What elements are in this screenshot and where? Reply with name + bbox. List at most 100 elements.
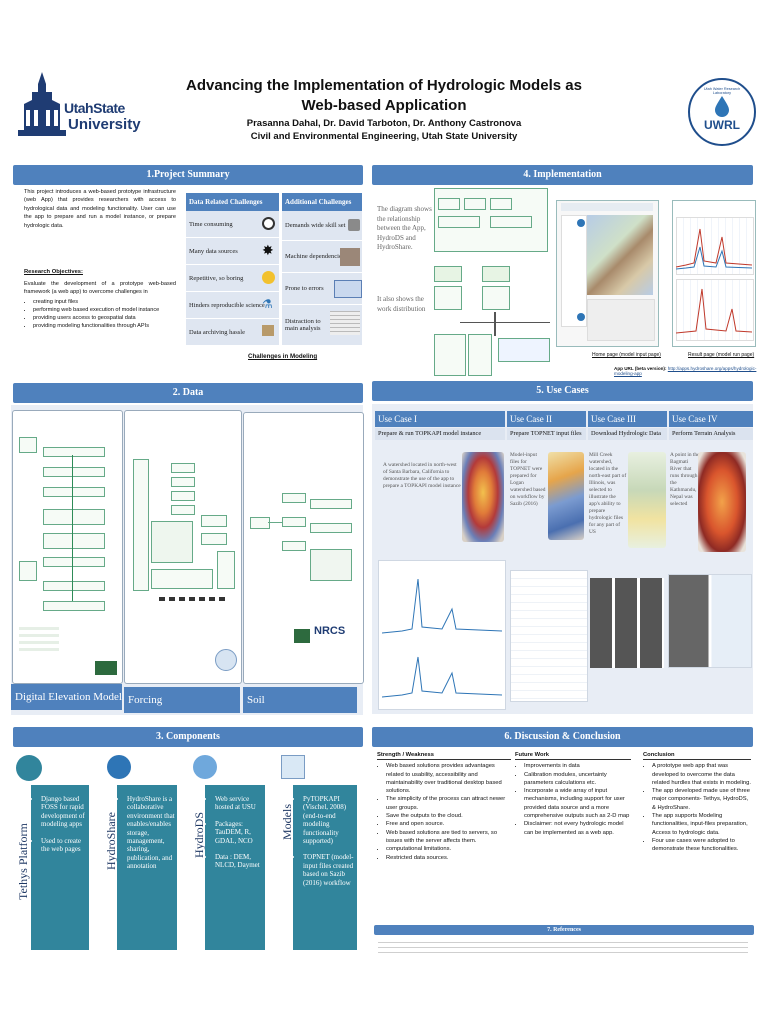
usu-logo-line2: University	[68, 116, 141, 133]
affiliation: Civil and Environmental Engineering, Uta…	[250, 131, 518, 142]
discussion-item: Improvements in data	[524, 762, 631, 770]
challenge-row: Prone to errors	[282, 273, 362, 305]
component-bullet: PyTOPKAPI (Vischel, 2008) (end-to-end mo…	[303, 795, 356, 845]
component-bullet: Web service hosted at USU	[215, 795, 264, 812]
water-drop-icon	[715, 96, 729, 117]
usu-logo: UtahState University	[16, 70, 141, 144]
tethys-logo	[16, 755, 42, 781]
usu-building-icon	[18, 72, 66, 136]
data-label-forcing: Forcing	[124, 687, 240, 713]
component-bullet: Used to create the web pages	[41, 837, 88, 854]
map-thumbnail	[587, 215, 653, 295]
hydrograph-line-icon	[676, 228, 752, 270]
summary-intro: This project introduces a web-based prot…	[24, 189, 176, 229]
component-bullet: TOPNET (model-input files created based …	[303, 853, 356, 887]
data-label-soil: Soil	[243, 687, 357, 713]
use-case-4-title: Use Case IV	[669, 411, 753, 427]
app-url-line: App URL (beta version): http://apps.hydr…	[614, 366, 768, 376]
objective-item: performing web based execution of model …	[33, 306, 193, 314]
bored-face-icon	[262, 271, 275, 284]
challenge-label: Distraction to main analysis	[285, 318, 321, 332]
use-case-4-subtitle: Perform Terrain Analysis	[669, 428, 753, 440]
conclusion-heading: Conclusion	[643, 751, 751, 761]
result-page-caption: Result page (model run page)	[688, 352, 755, 358]
challenge-row: Many data sources	[186, 238, 279, 265]
additional-challenges-table: Additional Challenges Demands wide skill…	[282, 193, 362, 345]
use-case-4-map	[698, 452, 746, 552]
component-bullet: Django based FOSS for rapid development …	[41, 795, 88, 829]
discussion-item: Save the outputs to the cloud.	[386, 812, 511, 820]
use-case-3-subtitle: Download Hydrologic Data	[588, 428, 667, 440]
section-bar-use-cases: 5. Use Cases	[372, 381, 753, 401]
hydrograph-line-icon	[676, 288, 752, 334]
uwrl-ring-text: Utah Water Research Laboratory	[703, 87, 741, 95]
discussion-item: computational limitations.	[386, 845, 511, 853]
poster-title: Advancing the Implementation of Hydrolog…	[150, 76, 618, 143]
uwrl-logo: Utah Water Research Laboratory UWRL	[688, 78, 756, 146]
use-case-1-hydrograph	[378, 560, 506, 710]
discussion-item: Disclaimer: not every hydrologic model c…	[524, 820, 631, 837]
objectives-list: creating input files performing web base…	[24, 298, 193, 330]
section-bar-references: 7. References	[374, 925, 754, 935]
data-challenges-table: Data Related Challenges Time consuming M…	[186, 193, 279, 345]
section-bar-discussion: 6. Discussion & Conclusion	[372, 727, 753, 747]
challenge-label: Data archiving hassle	[189, 328, 245, 336]
error-dialog-icon	[334, 280, 362, 298]
implementation-text-2: It also shows the work distribution	[377, 295, 426, 313]
use-case-1-title: Use Case I	[375, 411, 505, 427]
component-tethys-name: Tethys Platform	[16, 823, 30, 900]
component-bullet: HydroShare is a collaborative environmen…	[127, 795, 176, 871]
component-hydrods-panel: Web service hosted at USU Packages: TauD…	[205, 785, 265, 950]
app-url-link[interactable]: http://apps.hydroshare.org/apps/hydrolog…	[614, 366, 757, 376]
usgs-logo	[95, 661, 117, 675]
title-line-1: Advancing the Implementation of Hydrolog…	[186, 77, 582, 94]
use-case-3-description: Mill Creek watershed, located in the nor…	[589, 452, 627, 535]
discussion-item: Incorporate a wide array of input mechan…	[524, 787, 631, 820]
component-bullet: Packages: TauDEM, R, GDAL, NCO	[215, 820, 264, 845]
usu-logo-line1: UtahState	[64, 100, 125, 116]
use-case-1-subtitle: Prepare & run TOPKAPI model instance	[375, 428, 505, 440]
network-icon: ✸	[262, 242, 274, 258]
hydroshare-logo	[107, 755, 131, 779]
title-line-2: Web-based Application	[301, 97, 467, 114]
data-challenges-heading: Data Related Challenges	[186, 193, 279, 211]
use-case-2-description: Model-input files for TOPNET were prepar…	[510, 452, 546, 507]
conclusion-column: Conclusion A prototype web app that was …	[643, 751, 751, 854]
challenge-row: Data archiving hassle	[186, 319, 279, 345]
challenge-label: Many data sources	[189, 247, 238, 255]
component-models-panel: PyTOPKAPI (Vischel, 2008) (end-to-end mo…	[293, 785, 357, 950]
discussion-item: The app supports Modeling functionalitie…	[652, 812, 751, 837]
distraction-text-icon	[330, 311, 360, 335]
objective-item: providing modeling functionalities throu…	[33, 322, 193, 330]
discussion-item: Restricted data sources.	[386, 854, 511, 862]
callout-marker	[577, 219, 585, 227]
challenge-label: Repetitive, so boring	[189, 274, 244, 282]
hydrods-logo	[193, 755, 217, 779]
challenge-label: Hinders reproducible science	[189, 301, 265, 309]
references-text	[378, 938, 748, 954]
use-case-2-title: Use Case II	[507, 411, 586, 427]
component-hydroshare-panel: HydroShare is a collaborative environmen…	[117, 785, 177, 950]
challenge-label: Demands wide skill set	[285, 222, 346, 229]
usda-logo	[294, 629, 310, 643]
discussion-item: Four use cases were adopted to demonstra…	[652, 837, 751, 854]
use-case-3-map	[628, 452, 666, 548]
use-case-3-grids	[590, 578, 664, 668]
hydrograph-line-icon	[382, 578, 502, 634]
section-bar-project-summary: 1.Project Summary	[13, 165, 363, 185]
home-page-caption: Home page (model input page)	[592, 352, 661, 358]
future-heading: Future Work	[515, 751, 631, 761]
strength-weakness-column: Strength / Weakness Web based solutions …	[377, 751, 511, 862]
challenge-label: Machine dependencies	[285, 253, 345, 260]
discussion-item: Web based solutions provides advantages …	[386, 762, 511, 795]
data-label-dem: Digital Elevation Model	[11, 684, 122, 710]
hydrograph-line-icon	[382, 656, 502, 698]
discussion-item: A prototype web app that was developed t…	[652, 762, 751, 787]
result-page-screenshot	[672, 200, 756, 347]
authors: Prasanna Dahal, Dr. David Tarboton, Dr. …	[246, 118, 522, 129]
component-bullet: Data : DEM, NLCD, Daymet	[215, 853, 264, 870]
skill-icon	[348, 219, 360, 231]
objective-item: providing users access to geospatial dat…	[33, 314, 193, 322]
daymet-logo	[215, 649, 237, 671]
archive-box-icon	[262, 325, 274, 336]
